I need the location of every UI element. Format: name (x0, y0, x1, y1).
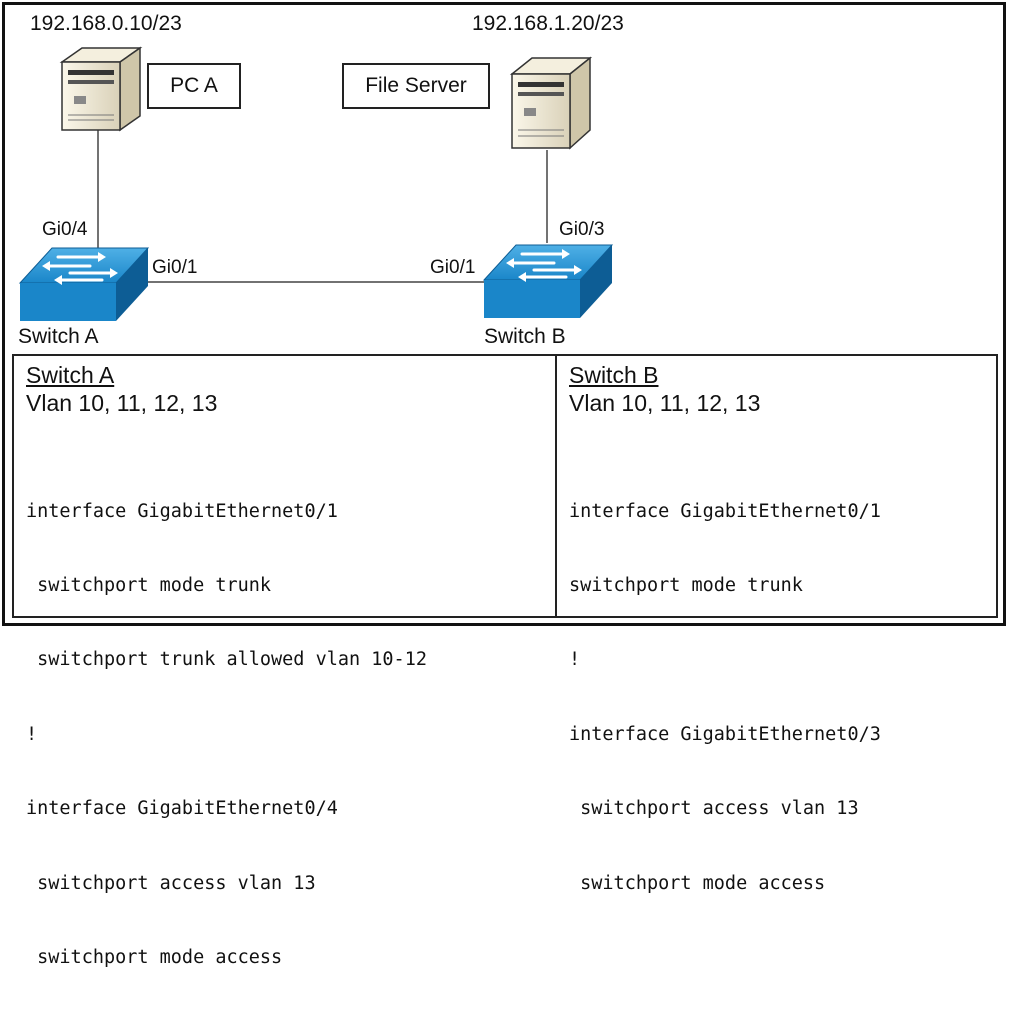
pc-a-tower-icon (59, 46, 143, 132)
switch-a-port-gi0-4: Gi0/4 (42, 219, 88, 240)
diagram-frame (2, 2, 1006, 626)
config-line: ! (569, 649, 581, 671)
config-line: switchport mode trunk (569, 574, 803, 596)
switch-a-vlan-list: Vlan 10, 11, 12, 13 (26, 390, 218, 416)
switch-a-icon (18, 247, 150, 321)
pc-a-label: PC A (147, 63, 241, 109)
file-server-ip-address: 192.168.1.20/23 (472, 12, 624, 35)
switch-a-label: Switch A (18, 325, 99, 348)
switch-b-port-gi0-1: Gi0/1 (430, 257, 476, 278)
switch-a-config-code: interface GigabitEthernet0/1 switchport … (26, 450, 427, 1020)
config-table: Switch A Vlan 10, 11, 12, 13 interface G… (12, 354, 998, 968)
switch-a-port-gi0-1: Gi0/1 (152, 257, 198, 278)
config-line: switchport mode access (569, 872, 826, 894)
config-line: interface GigabitEthernet0/1 (26, 500, 338, 522)
switch-b-config-column: Switch B Vlan 10, 11, 12, 13 interface G… (557, 356, 996, 894)
topology-drawing (18, 46, 614, 321)
config-line: switchport access vlan 13 (26, 872, 316, 894)
config-line: interface GigabitEthernet0/4 (26, 798, 338, 820)
switch-b-label: Switch B (484, 325, 566, 348)
switch-b-config-code: interface GigabitEthernet0/1 switchport … (569, 450, 881, 946)
config-line: ! (26, 723, 38, 745)
switch-b-port-gi0-3: Gi0/3 (559, 219, 605, 240)
switch-a-config-heading: Switch A (26, 362, 115, 388)
config-line: switchport trunk allowed vlan 10-12 (26, 649, 427, 671)
config-line: switchport access vlan 13 (569, 798, 859, 820)
config-line: interface GigabitEthernet0/3 (569, 723, 881, 745)
switch-a-config-column: Switch A Vlan 10, 11, 12, 13 interface G… (14, 356, 557, 968)
switch-b-vlan-list: Vlan 10, 11, 12, 13 (569, 390, 761, 416)
pc-a-ip-address: 192.168.0.10/23 (30, 12, 182, 35)
config-line: interface GigabitEthernet0/1 (569, 500, 881, 522)
config-line: switchport mode access (26, 946, 283, 968)
switch-b-config-heading: Switch B (569, 362, 659, 388)
config-line: switchport mode trunk (26, 574, 272, 596)
switch-b-icon (482, 244, 614, 318)
file-server-label: File Server (342, 63, 490, 109)
file-server-tower-icon (509, 56, 593, 150)
